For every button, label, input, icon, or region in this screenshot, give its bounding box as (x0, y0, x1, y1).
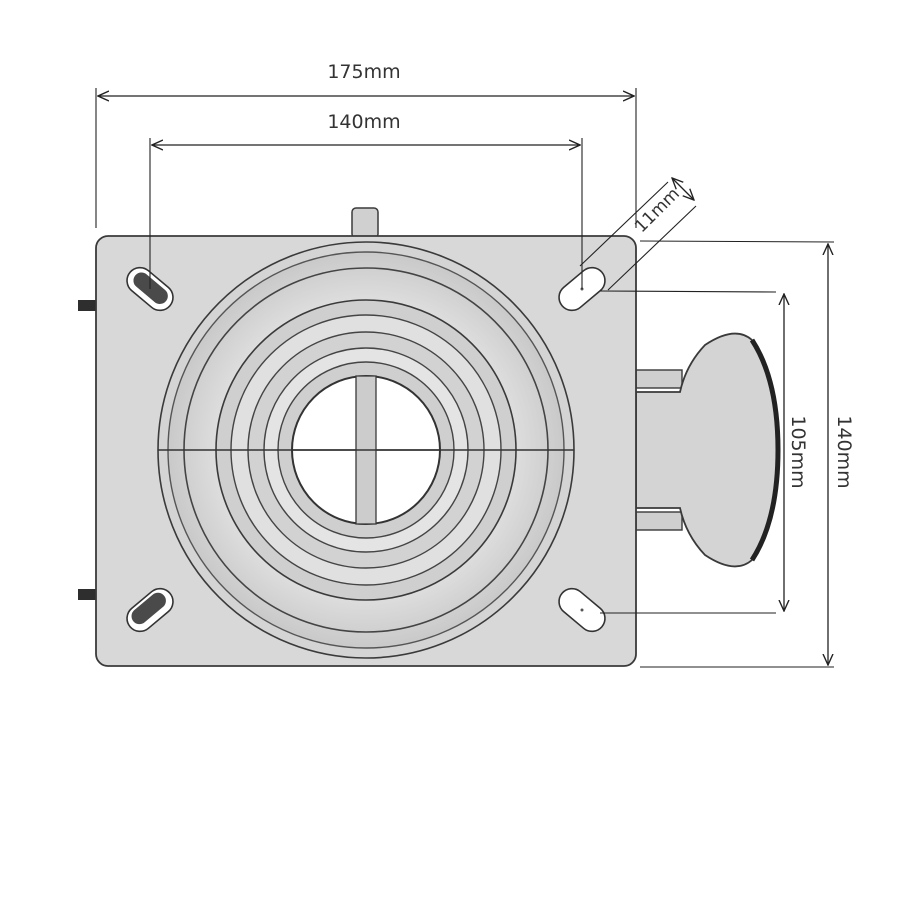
label-overall-height: 140mm (833, 415, 855, 488)
left-tab-bottom (78, 589, 97, 600)
left-tab-top (78, 300, 97, 311)
label-overall-width: 175mm (327, 61, 400, 83)
label-hole-spacing-width: 140mm (327, 111, 400, 133)
mounting-slot-bottom-left (126, 587, 174, 633)
dimension-hole-spacing-height: 105mm (599, 290, 809, 614)
dimension-overall-width: 175mm (95, 61, 637, 228)
mounting-slot-bottom-right (558, 587, 606, 633)
release-lever (635, 332, 781, 568)
dimension-overall-height: 140mm (639, 240, 855, 668)
top-pin (351, 207, 379, 239)
label-hole-spacing-height: 105mm (787, 415, 809, 488)
swivel-bearing (157, 241, 575, 659)
